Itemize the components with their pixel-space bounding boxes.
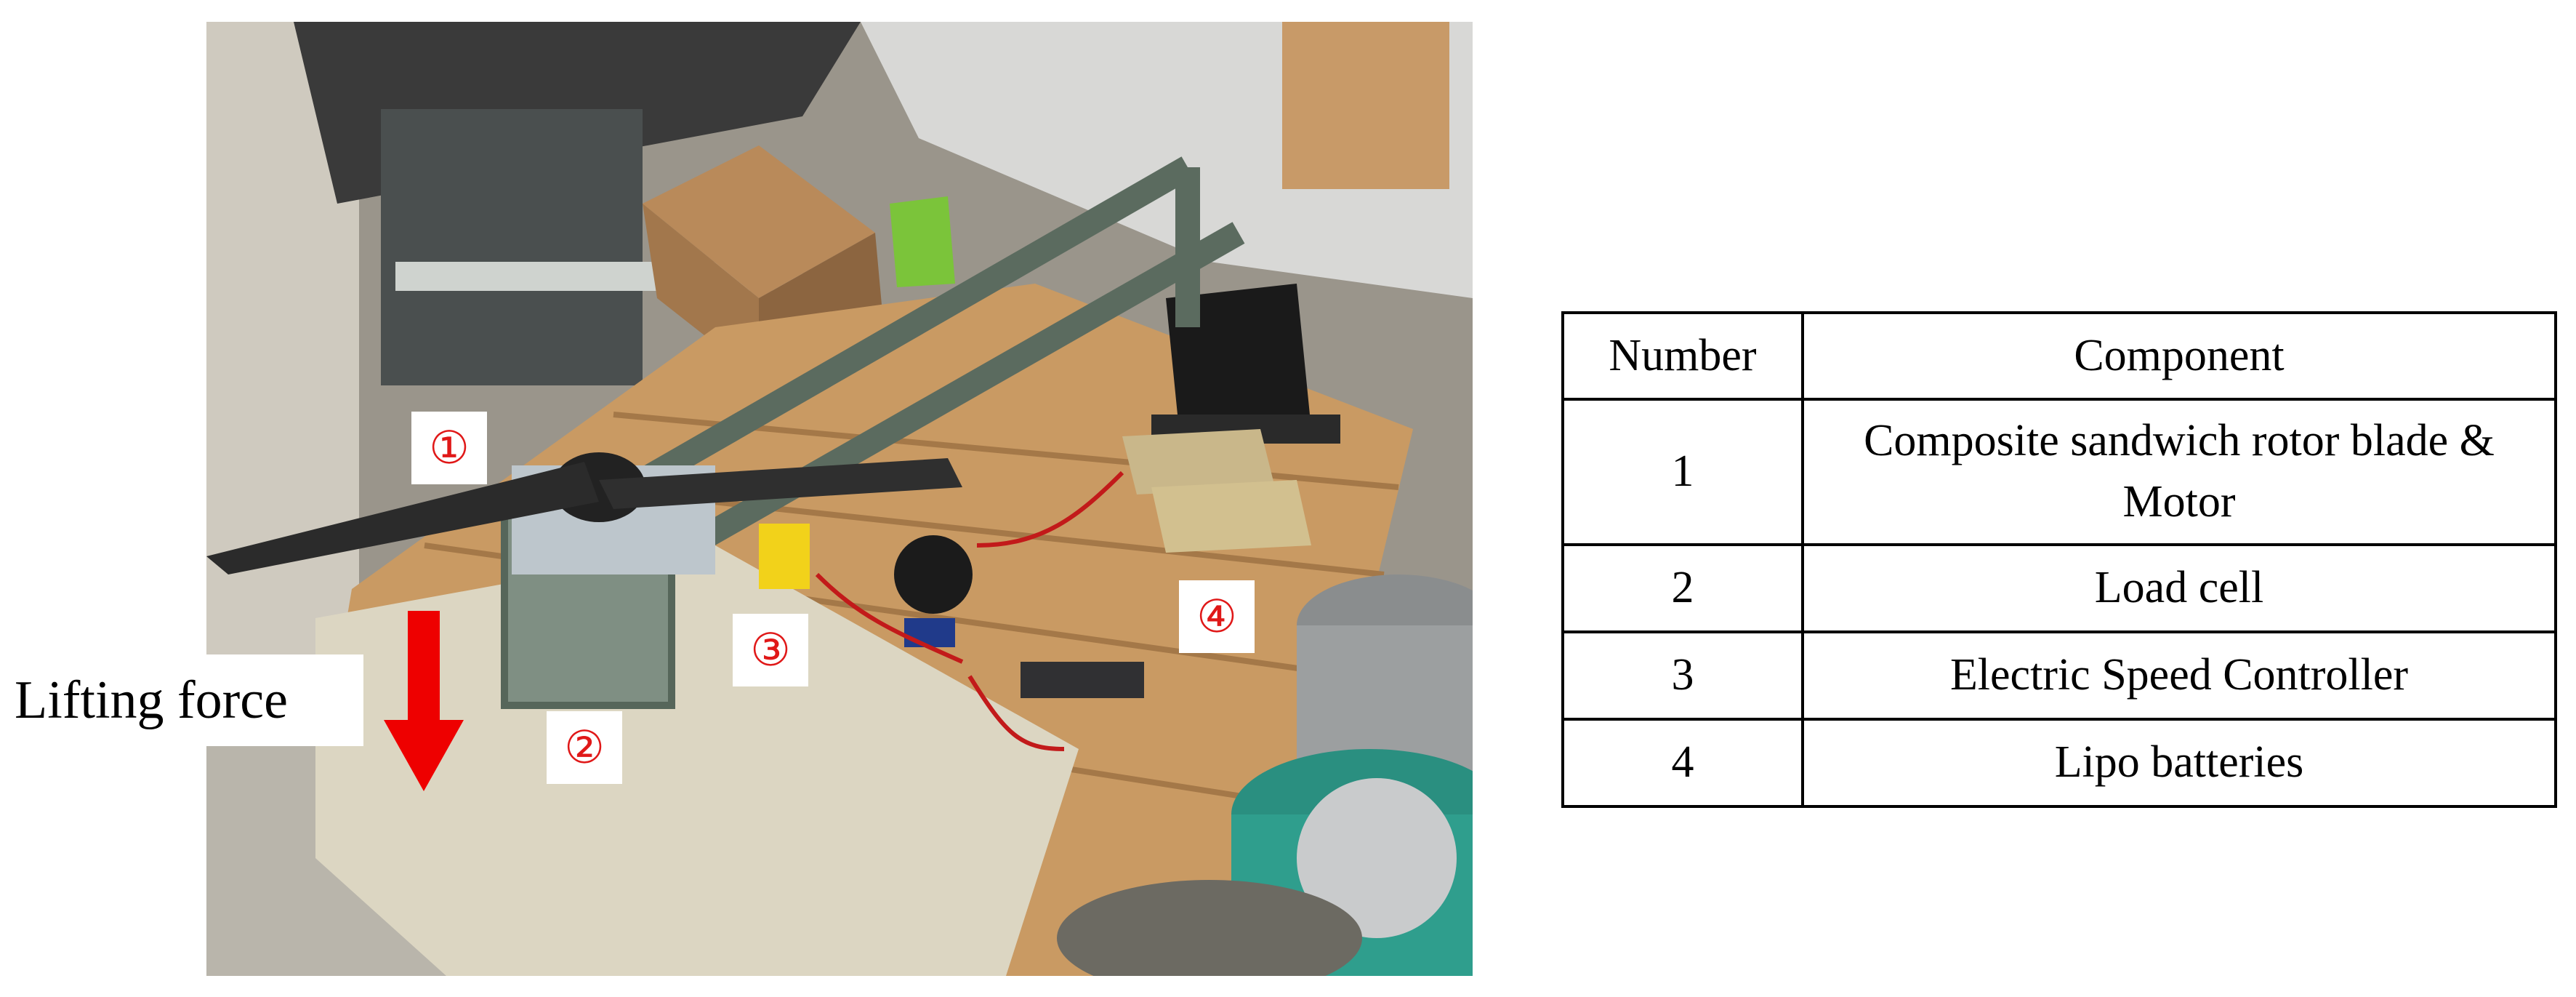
component-table: Number Component 1 Composite sandwich ro… <box>1561 311 2557 808</box>
down-arrow-icon <box>384 611 464 791</box>
row-number: 3 <box>1561 630 1804 721</box>
header-number: Number <box>1561 311 1804 401</box>
row-component: Composite sandwich rotor blade & Motor <box>1801 398 2557 546</box>
table-row: 3 Electric Speed Controller <box>1561 630 2557 721</box>
table-header-row: Number Component <box>1561 311 2557 401</box>
row-number: 4 <box>1561 718 1804 808</box>
table-row: 2 Load cell <box>1561 543 2557 633</box>
marker-3: ③ <box>733 614 808 686</box>
marker-2: ② <box>547 711 622 784</box>
table-row: 1 Composite sandwich rotor blade & Motor <box>1561 398 2557 546</box>
row-number: 1 <box>1561 398 1804 546</box>
header-component: Component <box>1801 311 2557 401</box>
test-rig-illustration <box>206 22 1473 976</box>
row-component: Load cell <box>1801 543 2557 633</box>
table-row: 4 Lipo batteries <box>1561 718 2557 808</box>
row-component: Electric Speed Controller <box>1801 630 2557 721</box>
lifting-force-label: Lifting force <box>3 654 363 746</box>
row-component: Lipo batteries <box>1801 718 2557 808</box>
row-number: 2 <box>1561 543 1804 633</box>
marker-4: ④ <box>1179 580 1255 653</box>
test-rig-photo <box>206 22 1473 976</box>
marker-1: ① <box>411 412 487 484</box>
